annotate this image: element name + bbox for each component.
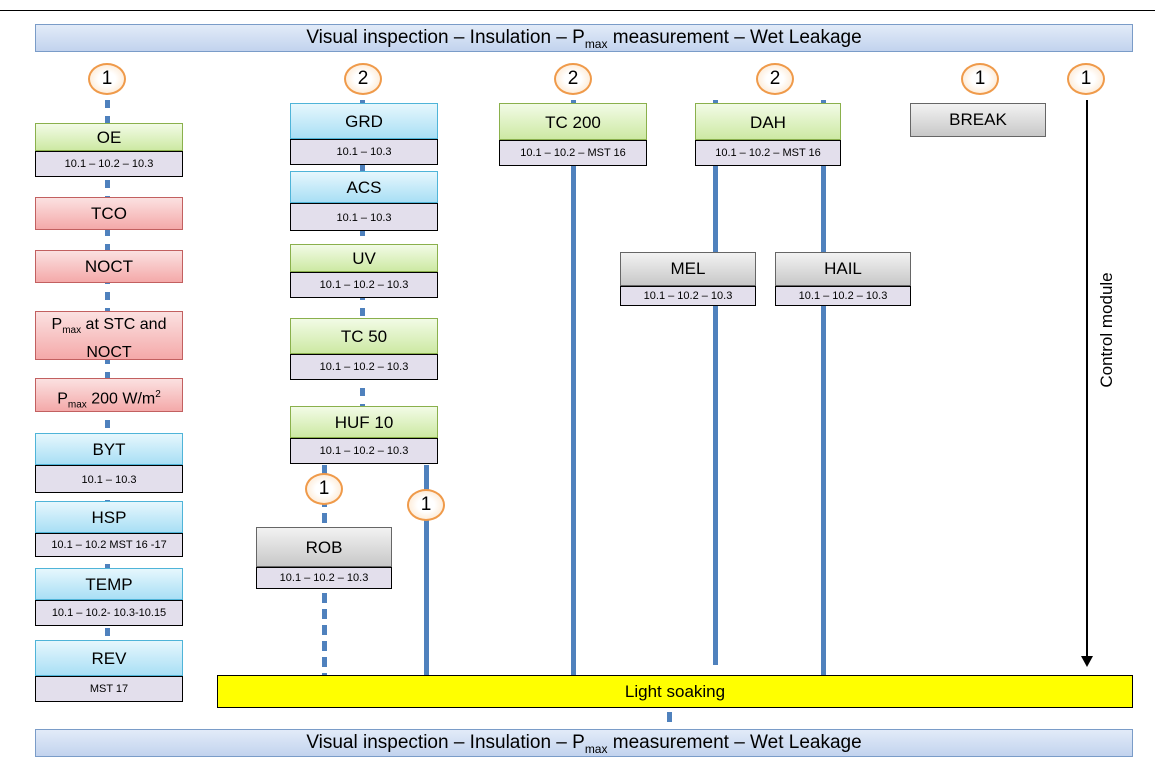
count-badge-col4: 2 — [756, 63, 794, 95]
uv-sub: 10.1 – 10.2 – 10.3 — [290, 272, 438, 298]
hail-connector — [821, 100, 826, 675]
tc200-sub: 10.1 – 10.2 – MST 16 — [499, 140, 647, 166]
oe-sub: 10.1 – 10.2 – 10.3 — [35, 151, 183, 177]
banner-top-pre: Visual inspection – Insulation – P — [306, 27, 585, 48]
bottom-connector — [667, 712, 672, 722]
rev-sub: MST 17 — [35, 676, 183, 702]
hail-sub: 10.1 – 10.2 – 10.3 — [775, 286, 911, 306]
pmax-200-sub: max — [67, 399, 87, 411]
banner-top-sub: max — [584, 36, 608, 51]
count-badge-branch: 1 — [407, 489, 445, 521]
pmax-stc-sub: max — [62, 325, 82, 337]
pmax-stc-noct-box: Pmax at STC and NOCT — [35, 311, 183, 362]
byt-box: BYT — [35, 433, 183, 465]
hsp-sub: 10.1 – 10.2 MST 16 -17 — [35, 533, 183, 557]
tc200-box: TC 200 — [499, 103, 647, 140]
acs-box: ACS — [290, 171, 438, 203]
banner-bottom-pre: Visual inspection – Insulation – P — [306, 732, 585, 753]
tco-box: TCO — [35, 197, 183, 230]
acs-sub: 10.1 – 10.3 — [290, 203, 438, 231]
pmax-stc-pre: P — [51, 316, 63, 333]
rob-sub: 10.1 – 10.2 – 10.3 — [256, 567, 392, 589]
rob-box: ROB — [256, 527, 392, 567]
pmax-200-sup: 2 — [155, 389, 161, 400]
count-badge-col2: 2 — [344, 63, 382, 95]
control-module-label: Control module — [1097, 272, 1116, 388]
count-badge-col6: 1 — [1067, 63, 1105, 95]
count-badge-rob: 1 — [305, 473, 343, 505]
hail-box: HAIL — [775, 252, 911, 286]
pmax-200-post: 200 W/m — [86, 390, 156, 408]
grd-sub: 10.1 – 10.3 — [290, 139, 438, 165]
grd-box: GRD — [290, 103, 438, 139]
mel-box: MEL — [620, 252, 756, 286]
banner-bottom: Visual inspection – Insulation – Pmax me… — [35, 729, 1133, 757]
tc50-box: TC 50 — [290, 318, 438, 354]
pmax-200-pre: P — [57, 390, 68, 408]
branch-connector — [424, 465, 429, 675]
break-box: BREAK — [910, 103, 1046, 137]
count-badge-col3: 2 — [554, 63, 592, 95]
count-badge-col5: 1 — [961, 63, 999, 95]
pmax-stc-line2: NOCT — [86, 344, 132, 362]
hsp-box: HSP — [35, 501, 183, 533]
huf10-box: HUF 10 — [290, 406, 438, 438]
count-badge-col1: 1 — [88, 63, 126, 95]
tc50-sub: 10.1 – 10.2 – 10.3 — [290, 354, 438, 380]
noct-box: NOCT — [35, 250, 183, 283]
temp-sub: 10.1 – 10.2- 10.3-10.15 — [35, 600, 183, 626]
mel-sub: 10.1 – 10.2 – 10.3 — [620, 286, 756, 306]
oe-box: OE — [35, 123, 183, 151]
top-rule — [0, 10, 1155, 11]
pmax-200-box: Pmax 200 W/m2 — [35, 378, 183, 412]
control-module-arrowhead — [1081, 656, 1093, 667]
banner-bottom-sub: max — [584, 741, 608, 756]
rev-box: REV — [35, 640, 183, 676]
banner-bottom-post: measurement – Wet Leakage — [607, 732, 862, 753]
dah-box: DAH — [695, 103, 841, 140]
dah-sub: 10.1 – 10.2 – MST 16 — [695, 140, 841, 166]
pmax-stc-post: at STC and — [81, 316, 167, 333]
tc200-connector — [571, 100, 576, 675]
banner-top-post: measurement – Wet Leakage — [607, 27, 862, 48]
uv-box: UV — [290, 244, 438, 272]
mel-connector — [713, 100, 718, 665]
banner-top: Visual inspection – Insulation – Pmax me… — [35, 24, 1133, 52]
light-soaking-bar: Light soaking — [217, 675, 1133, 708]
huf10-sub: 10.1 – 10.2 – 10.3 — [290, 438, 438, 464]
byt-sub: 10.1 – 10.3 — [35, 465, 183, 493]
control-module-line — [1086, 100, 1088, 660]
temp-box: TEMP — [35, 568, 183, 600]
